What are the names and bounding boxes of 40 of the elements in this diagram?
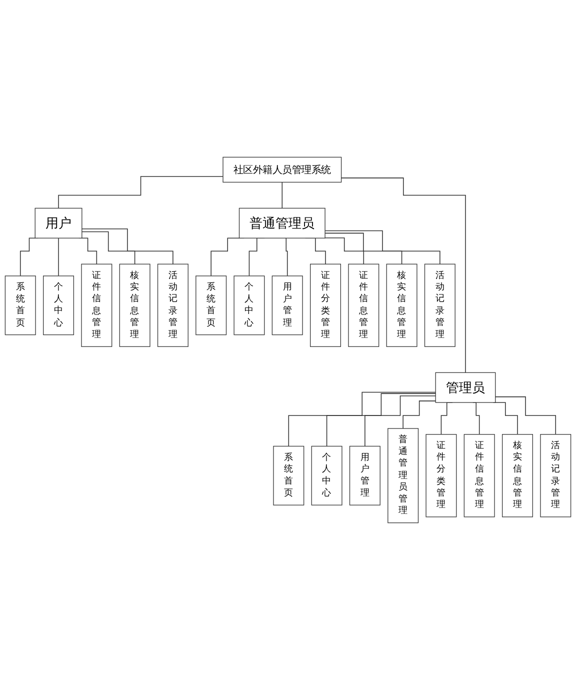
connector [58,237,59,276]
node-box: 系统首页 [196,275,227,335]
connector [402,400,436,428]
connector [324,232,402,264]
connector [284,237,288,276]
node-box: 活动记录管理 [157,263,188,346]
node-box: 系统首页 [273,445,304,505]
connector [364,394,436,446]
node-box: 证件信息管理 [81,263,112,346]
node-box: 普通管理员 [238,207,326,238]
node-box: 证件信息管理 [464,434,495,517]
node-box: 普通管理员管理 [388,428,419,523]
connector [326,392,436,446]
node-box: 证件分类管理 [426,434,457,517]
connector [58,176,224,208]
connector [324,230,440,264]
connector [82,228,174,264]
connector [82,230,136,264]
connector [288,391,436,446]
node-box: 活动记录管理 [424,263,456,346]
node-box: 核实信息管理 [502,434,533,517]
node-box: 用户 [34,207,82,238]
node-box: 活动记录管理 [540,434,572,517]
node-box: 社区外籍人员管理系统 [222,156,342,182]
node-box: 用户管理 [349,445,380,505]
node-box: 核实信息管理 [386,263,418,346]
connector [340,177,466,372]
node-box: 核实信息管理 [119,263,150,346]
node-box: 系统首页 [4,275,36,335]
node-box: 证件信息管理 [348,263,380,346]
node-box: 个人中心 [311,445,342,505]
node-box: 个人中心 [234,275,265,335]
node-box: 个人中心 [43,275,74,335]
connector [495,396,556,434]
node-box: 用户管理 [272,275,303,335]
node-box: 管理员 [435,372,496,402]
connector [324,236,364,264]
connector [282,181,283,208]
connector [492,402,518,434]
node-box: 证件分类管理 [310,263,341,346]
